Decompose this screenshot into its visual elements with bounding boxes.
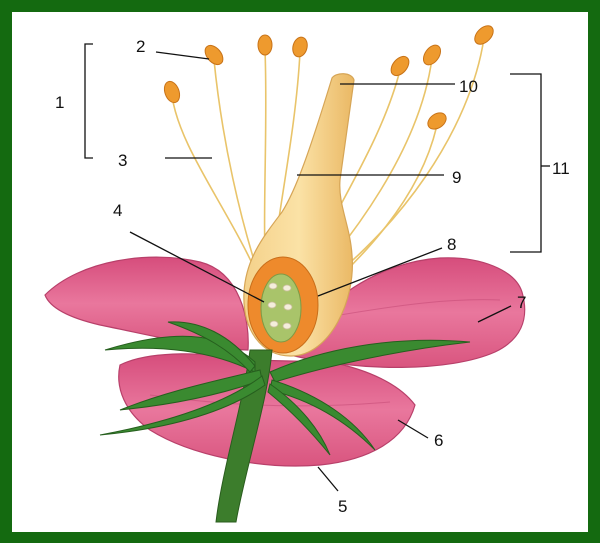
label-7: 7: [517, 293, 526, 312]
anther: [420, 42, 444, 68]
label-2: 2: [136, 37, 145, 56]
anther: [388, 53, 413, 79]
anther: [258, 35, 272, 55]
anther: [162, 79, 183, 104]
anther: [202, 42, 227, 68]
label-9: 9: [452, 168, 461, 187]
anther: [291, 36, 310, 59]
anther: [471, 22, 496, 47]
label-3: 3: [118, 151, 127, 170]
label-8: 8: [447, 235, 456, 254]
label-11: 11: [552, 159, 570, 178]
label-1: 1: [55, 93, 64, 112]
label-4: 4: [113, 201, 122, 220]
label-10: 10: [459, 77, 478, 96]
label-6: 6: [434, 431, 443, 450]
anther: [425, 110, 449, 133]
label-5: 5: [338, 497, 347, 516]
ovary-chamber: [261, 274, 301, 342]
